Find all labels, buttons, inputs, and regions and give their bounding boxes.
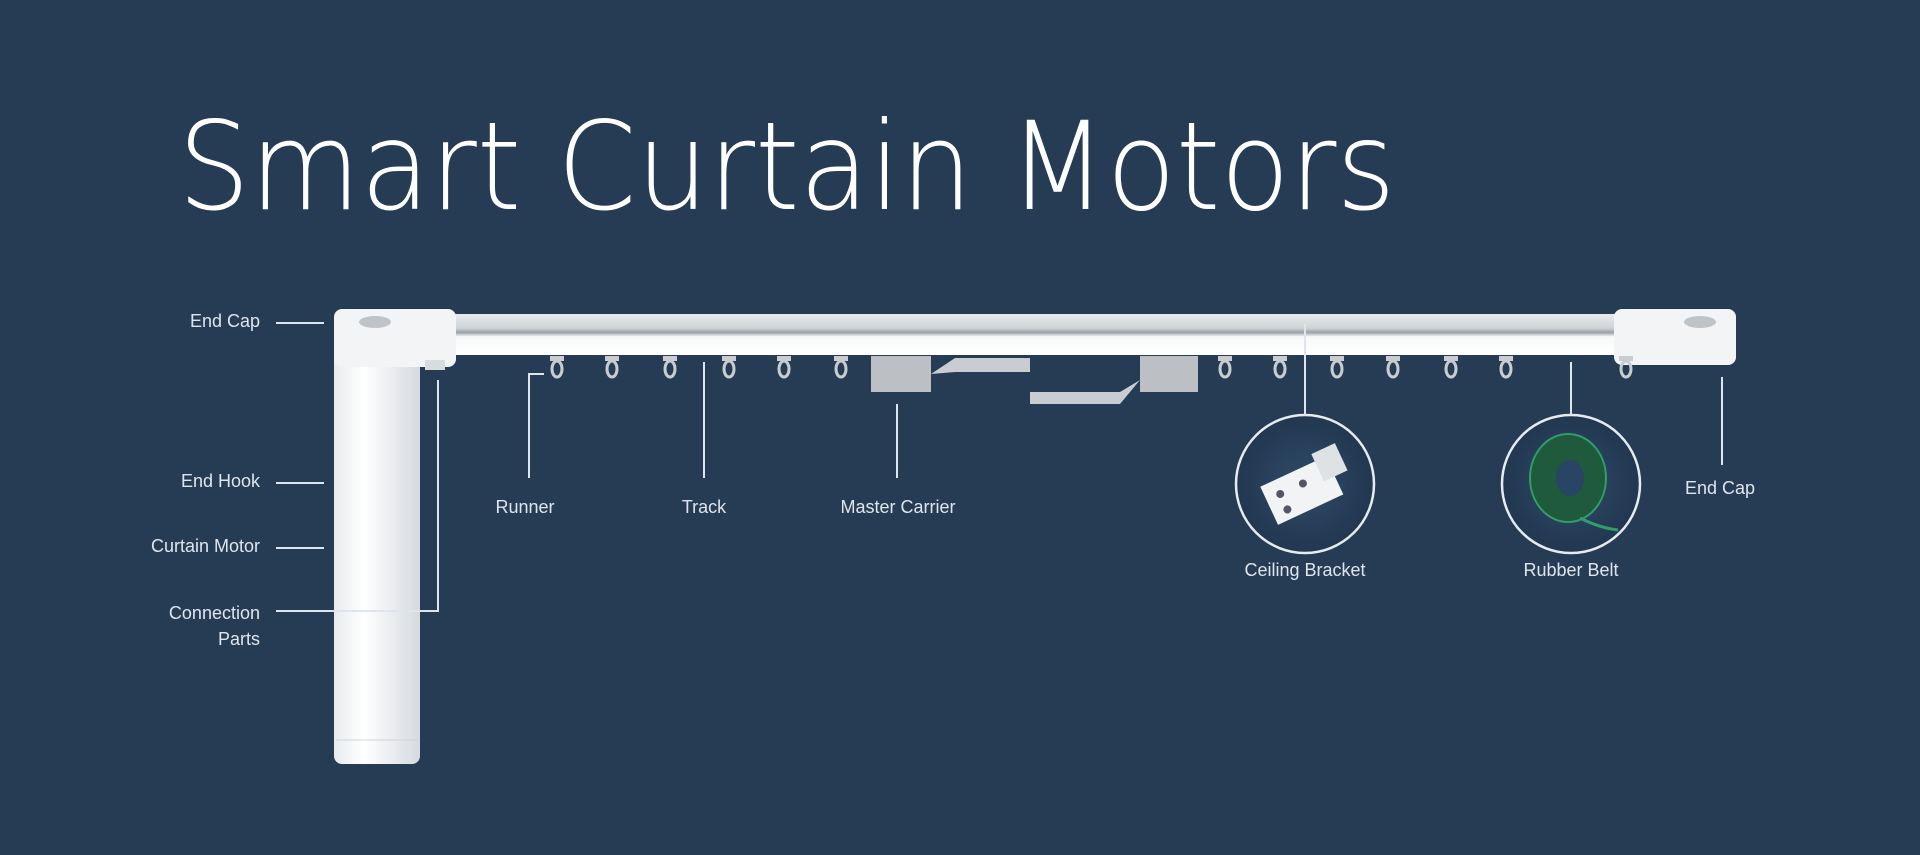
runner-wheel-icon — [1386, 356, 1400, 361]
label-ceiling-bracket: Ceiling Bracket — [1244, 560, 1366, 580]
runner-icon — [834, 359, 848, 379]
runner-icon — [1218, 359, 1232, 379]
runner-icon — [1273, 359, 1287, 379]
master-carrier-shape — [871, 356, 1198, 404]
ceiling-bracket-icon — [1260, 443, 1348, 525]
runner-wheel-icon — [834, 356, 848, 361]
label-end-cap-right: End Cap — [1684, 478, 1756, 498]
end-hook-shape — [425, 360, 445, 370]
runner-wheel-icon — [605, 356, 619, 361]
leader-line-end-cap-right — [1721, 377, 1723, 465]
runner-wheel-icon — [1499, 356, 1513, 361]
runner-wheel-icon — [550, 356, 564, 361]
leader-line-connection-parts-vertical — [437, 380, 439, 612]
label-runner: Runner — [495, 497, 555, 517]
runner-icon — [663, 359, 677, 379]
end-cap-left-detail — [359, 316, 391, 328]
leader-line-connection-parts — [276, 610, 439, 612]
runner-icon — [1330, 359, 1344, 379]
runner-wheel-icon — [1619, 356, 1633, 361]
rubber-belt-icon — [1529, 433, 1619, 532]
runner-wheel-icon — [1273, 356, 1287, 361]
runner-icon — [1386, 359, 1400, 379]
runner-wheel-icon — [1330, 356, 1344, 361]
runner-icon — [605, 359, 619, 379]
runner-icon — [722, 359, 736, 379]
runner-icon — [777, 359, 791, 379]
end-cap-right-detail — [1684, 316, 1716, 328]
leader-line-master-carrier — [896, 404, 898, 478]
runner-wheel-icon — [777, 356, 791, 361]
runner-wheel-icon — [1218, 356, 1232, 361]
leader-line-runner-tick — [528, 373, 544, 375]
runner-wheel-icon — [663, 356, 677, 361]
label-rubber-belt: Rubber Belt — [1523, 560, 1619, 580]
track-rail — [453, 314, 1623, 355]
label-connection-parts: Connection Parts — [169, 600, 260, 652]
runner-wheel-icon — [1444, 356, 1458, 361]
leader-line-end-hook — [276, 482, 324, 484]
leader-line-track — [703, 362, 705, 478]
label-track: Track — [681, 497, 727, 517]
runners — [550, 356, 1633, 379]
runner-icon — [1444, 359, 1458, 379]
label-end-hook: End Hook — [180, 471, 260, 491]
leader-line-runner — [528, 373, 530, 478]
leader-line-ceiling-bracket — [1304, 324, 1306, 415]
runner-wheel-icon — [722, 356, 736, 361]
end-cap-left-shape — [334, 309, 456, 367]
leader-line-curtain-motor — [276, 547, 324, 549]
label-connection-parts-line1: Connection — [168, 603, 260, 623]
runner-icon — [1499, 359, 1513, 379]
label-curtain-motor: Curtain Motor — [150, 536, 260, 556]
leader-line-end-cap-left — [276, 322, 324, 324]
runner-icon — [550, 359, 564, 379]
leader-line-rubber-belt — [1570, 362, 1572, 415]
page-title: Smart Curtain Motors — [178, 96, 1396, 238]
label-master-carrier: Master Carrier — [840, 497, 956, 517]
label-end-cap-left: End Cap — [189, 311, 260, 331]
curtain-motor-body — [334, 312, 420, 764]
label-connection-parts-line2: Parts — [217, 629, 260, 649]
